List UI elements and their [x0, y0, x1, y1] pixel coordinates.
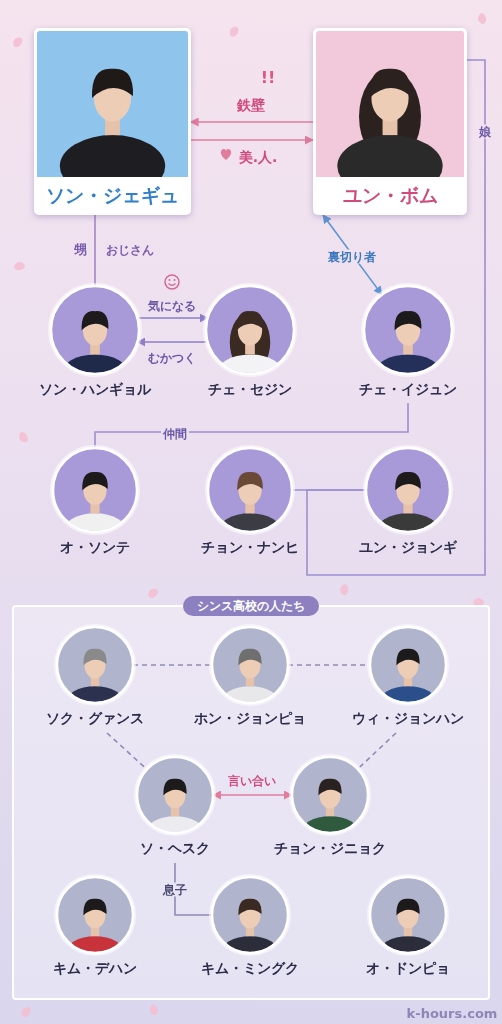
portrait-circle: [49, 874, 141, 956]
character-circle: チェ・イジュン: [355, 283, 461, 401]
watermark: k-hours.com: [405, 1006, 500, 1022]
petal: [13, 260, 26, 273]
relation-line: [213, 794, 292, 796]
relation-line: [94, 215, 96, 286]
relation-line: [191, 139, 314, 141]
relation-line: [137, 317, 207, 319]
portrait-photo: [37, 31, 188, 177]
character-name: チェ・セジン: [208, 379, 292, 399]
petal: [17, 431, 30, 444]
portrait-circle: [197, 874, 303, 956]
character-circle: オ・ドンピョ: [362, 874, 454, 980]
character-name: チェ・イジュン: [359, 379, 457, 399]
character-name: キム・デハン: [53, 958, 137, 978]
relation-label: 甥: [72, 242, 89, 258]
character-card: ソン・ジェギュ: [34, 28, 191, 215]
relation-label: 言い合い: [226, 774, 278, 788]
character-name: ソ・ヘスク: [140, 838, 210, 858]
character-name: ユン・ボム: [343, 184, 438, 206]
relation-line: [292, 489, 366, 491]
character-name: チョン・ジニョク: [274, 838, 386, 858]
petal: [229, 26, 239, 38]
relation-label: 裏切り者: [326, 250, 378, 264]
portrait-circle: [133, 754, 217, 836]
group-heading: シンス高校の人たち: [197, 598, 305, 614]
emphasis-mark: !!: [259, 68, 278, 87]
character-name: ウィ・ジョンハン: [352, 708, 464, 728]
petal: [476, 12, 489, 25]
relation-line: [107, 733, 147, 769]
portrait-circle: [190, 624, 310, 706]
panel-fill: [12, 605, 490, 1000]
character-name: オ・ソンテ: [60, 537, 130, 557]
petal: [339, 584, 350, 596]
portrait-circle: [35, 283, 155, 377]
relation-line: [137, 341, 207, 343]
relation-line: [191, 121, 314, 123]
character-circle: ユン・ジョンギ: [355, 445, 461, 559]
smiley-icon: [165, 275, 179, 289]
character-circle: チョン・ジニョク: [270, 754, 390, 860]
character-circle: キム・ミングク: [197, 874, 303, 980]
character-name: ソン・ジェギュ: [46, 184, 179, 206]
relation-line: [323, 215, 382, 295]
relation-line: [358, 733, 396, 769]
character-name: ソク・グァンス: [46, 708, 144, 728]
heart-icon: [221, 149, 231, 160]
petal: [146, 586, 159, 599]
portrait-circle: [49, 445, 141, 535]
character-circle: キム・デハン: [49, 874, 141, 980]
portrait-circle: [197, 445, 303, 535]
character-circle: ソ・ヘスク: [133, 754, 217, 860]
character-circle: オ・ソンテ: [49, 445, 141, 559]
relation-line: [175, 863, 212, 915]
relation-line: [95, 403, 408, 448]
portrait-circle: [42, 624, 148, 706]
relation-label: おじさん: [104, 243, 156, 257]
portrait-circle: [355, 283, 461, 377]
character-name: オ・ドンピョ: [366, 958, 450, 978]
relation-label: 娘: [477, 125, 493, 139]
character-name: キム・ミングク: [201, 958, 299, 978]
relation-label: 息子: [161, 883, 189, 897]
relation-label: むかつく: [146, 351, 198, 365]
relation-label: 鉄壁: [235, 97, 267, 114]
character-name: ホン・ジョンピョ: [194, 708, 306, 728]
portrait-circle: [355, 445, 461, 535]
character-circle: ウィ・ジョンハン: [348, 624, 468, 730]
character-circle: ソン・ハンギョル: [35, 283, 155, 401]
character-circle: ホン・ジョンピョ: [190, 624, 310, 730]
character-name: ソン・ハンギョル: [39, 379, 151, 399]
character-circle: ソク・グァンス: [42, 624, 148, 730]
character-card: ユン・ボム: [313, 28, 467, 215]
relation-label: 仲間: [161, 427, 189, 441]
group-panel: ソク・グァンス ホン・ジョンピョ ウィ・ジョンハンソ・ヘスク チョン・ジニョクキム・デ…: [12, 605, 490, 1000]
character-circle: チェ・セジン: [202, 283, 298, 401]
relation-line: [133, 664, 212, 666]
relation-label: 気になる: [146, 299, 198, 313]
character-name: ユン・ジョンギ: [359, 537, 457, 557]
portrait-circle: [270, 754, 390, 836]
petal: [147, 1003, 160, 1016]
portrait-photo: [316, 31, 464, 177]
relation-line: [288, 664, 370, 666]
character-circle: チョン・ナンヒ: [197, 445, 303, 559]
portrait-circle: [202, 283, 298, 377]
portrait-circle: [348, 624, 468, 706]
portrait-circle: [362, 874, 454, 956]
petal: [12, 36, 23, 49]
character-name: チョン・ナンヒ: [201, 537, 299, 557]
relation-label: 美.人.: [237, 149, 280, 166]
petal: [20, 1006, 31, 1018]
